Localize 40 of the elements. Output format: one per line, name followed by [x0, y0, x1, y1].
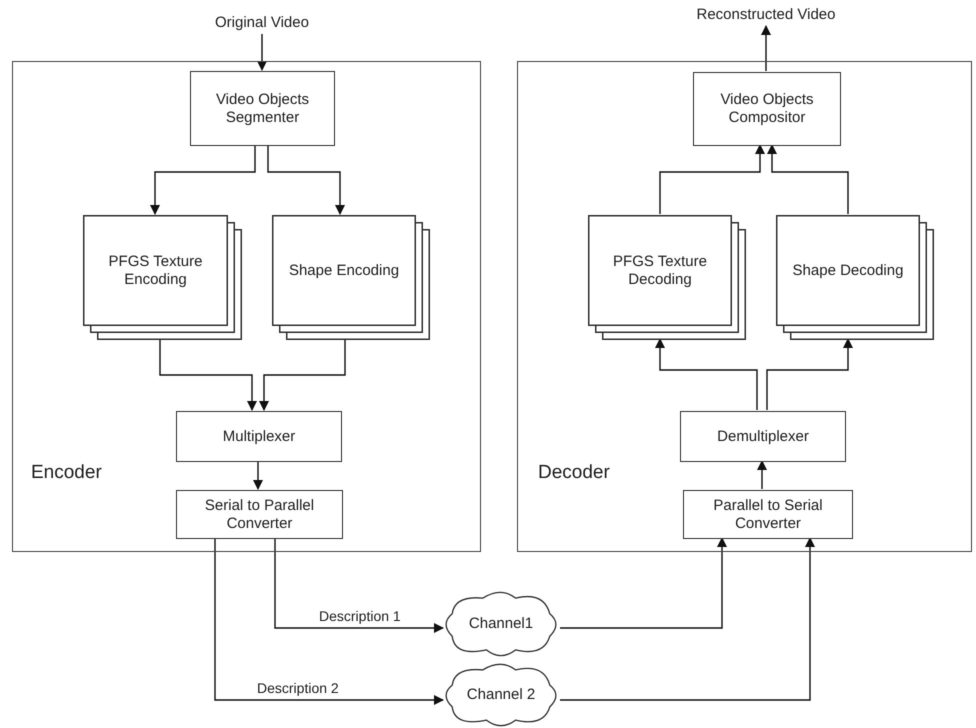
cloud-label: Channel1 — [468, 615, 534, 633]
process-box: Serial to Parallel Converter — [176, 490, 343, 539]
box-label: PFGS Texture Decoding — [612, 252, 708, 288]
arrow — [214, 538, 444, 705]
edge-label: Description 2 — [256, 680, 340, 696]
arrow — [761, 25, 771, 71]
arrow — [159, 339, 257, 411]
caption-text: Reconstructed Video — [686, 6, 846, 26]
stacked-process-box — [83, 215, 242, 340]
arrow — [259, 339, 346, 411]
process-box: Multiplexer — [176, 411, 342, 462]
box-label: PFGS Texture Encoding — [108, 252, 204, 288]
arrow — [757, 460, 767, 489]
stacked-process-box — [588, 215, 746, 340]
arrow — [274, 538, 444, 633]
arrow — [560, 537, 727, 629]
cloud-label: Channel 2 — [466, 686, 536, 704]
arrow — [257, 34, 267, 71]
process-box: Demultiplexer — [680, 411, 846, 462]
arrow — [253, 461, 263, 490]
stacked-process-box — [776, 215, 934, 340]
container-box — [12, 61, 481, 552]
arrow — [267, 145, 345, 215]
arrow — [655, 338, 758, 410]
caption-text: Original Video — [192, 14, 332, 34]
arrow — [560, 537, 815, 701]
stacked-process-box — [272, 215, 430, 340]
arrow — [659, 144, 765, 214]
box-label: Shape Encoding — [288, 262, 400, 280]
process-box: Parallel to Serial Converter — [683, 490, 853, 539]
box-label: Shape Decoding — [792, 262, 904, 280]
section-label: Decoder — [538, 462, 610, 484]
container-box — [517, 61, 972, 552]
section-label: Encoder — [31, 462, 102, 484]
arrow — [150, 145, 256, 215]
process-box: Video Objects Compositor — [693, 72, 841, 146]
edge-label: Description 1 — [318, 608, 402, 624]
arrow — [767, 144, 849, 214]
process-box: Video Objects Segmenter — [190, 71, 335, 146]
arrow — [766, 338, 853, 410]
